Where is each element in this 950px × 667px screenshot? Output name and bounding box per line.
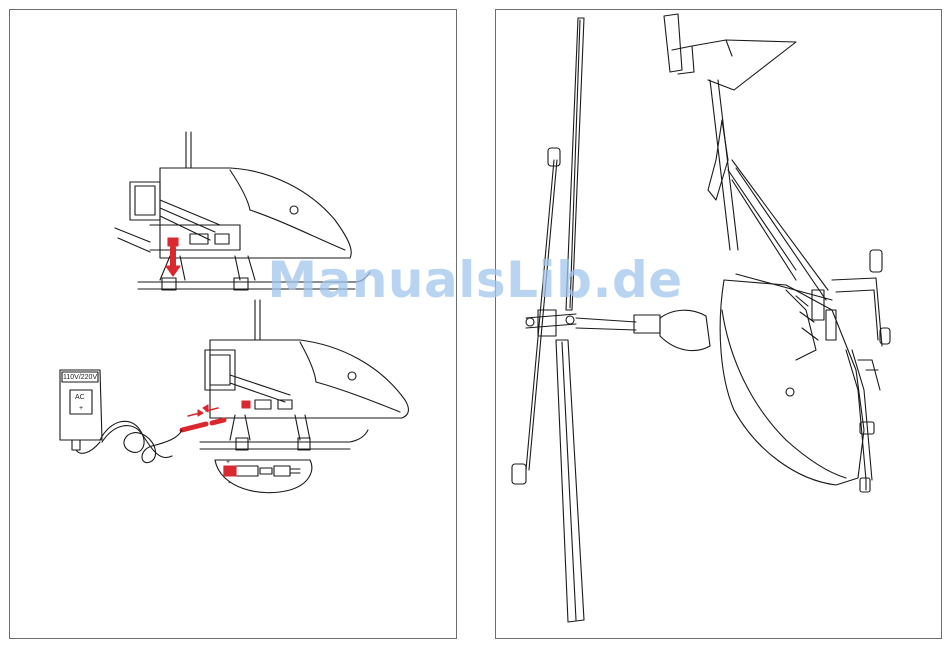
helicopter-switch-figure bbox=[115, 132, 370, 290]
voltage-label: 110V/220V bbox=[63, 374, 97, 381]
left-page: 110V/220V AC + + - bbox=[9, 9, 457, 639]
connector-plus-label: + bbox=[226, 459, 230, 466]
left-page-illustrations: 110V/220V AC + + - bbox=[10, 10, 456, 638]
helicopter-exploded-figure bbox=[512, 14, 890, 622]
right-page-illustration bbox=[496, 10, 941, 638]
red-down-arrow-icon bbox=[166, 238, 180, 276]
connector-minus-label: - bbox=[228, 480, 231, 487]
helicopter-charging-figure bbox=[200, 300, 408, 450]
charger-cable bbox=[100, 421, 182, 462]
adapter-plus-label: + bbox=[79, 405, 83, 412]
ac-label: AC bbox=[75, 394, 85, 401]
right-page bbox=[495, 9, 942, 639]
